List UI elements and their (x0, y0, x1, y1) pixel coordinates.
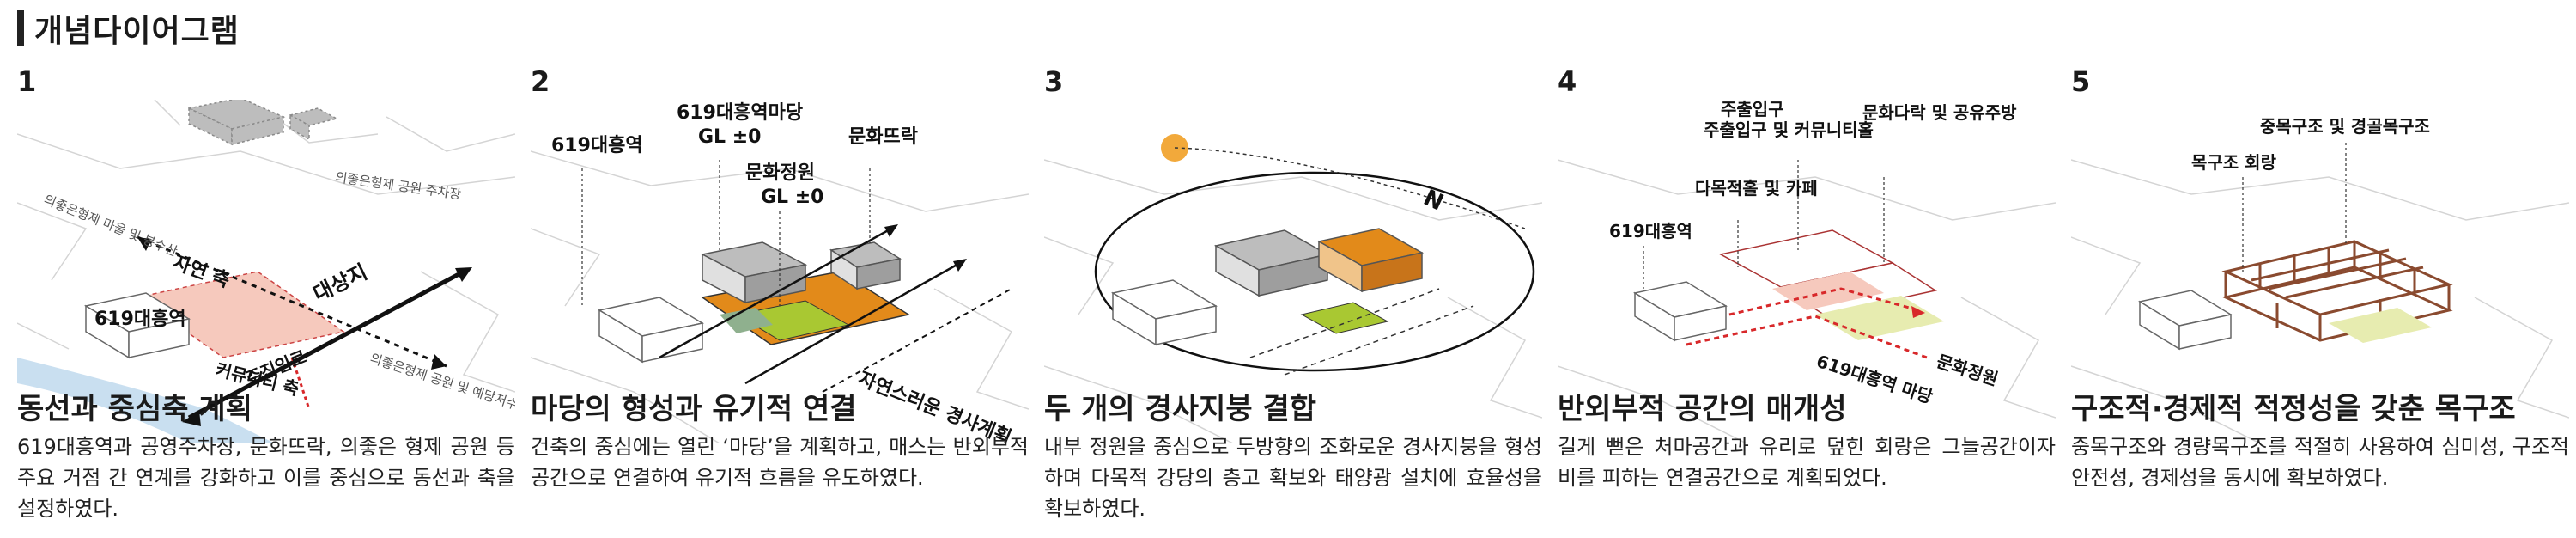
label-park-parking: 의좋은형제 공원 주차장 (334, 169, 462, 202)
label-main-entry-1: 주출입구 (1721, 100, 1784, 119)
label-culture-attic: 문화다락 및 공유주방 (1862, 102, 2017, 123)
panel-heading: 반외부적 공간의 매개성 (1558, 392, 1847, 426)
panel-3: 3 N (1044, 60, 1542, 538)
panel-number: 2 (531, 65, 550, 98)
label-wood-corridor: 목구조 회랑 (2191, 152, 2277, 173)
label-station: 619대흥역 (1609, 221, 1692, 241)
panel-4: 4 주출입구 주출입구 및 커뮤니티홀 문 (1558, 60, 2056, 538)
label-north: N (1419, 185, 1447, 216)
panel-body: 건축의 중심에는 열린 ‘마당’을 계획하고, 매스는 반외부적 공간으로 연결… (531, 435, 1029, 490)
page-title-text: 개념다이어그램 (34, 14, 240, 49)
panel-number: 5 (2071, 65, 2091, 98)
label-park-reservoir: 의좋은형제 공원 및 예당저수지 (368, 351, 515, 417)
page-title: 개념다이어그램 (17, 9, 240, 49)
water (17, 358, 275, 443)
label-culture-garden: 문화정원 (745, 162, 815, 184)
panel-1: 1 (17, 60, 515, 538)
diagram-3: N (1044, 134, 1542, 443)
label-culture-garden: 문화정원 (1934, 351, 2000, 390)
label-station-yard: 619대흥역마당 (677, 102, 803, 124)
label-culture-yard: 문화뜨락 (848, 126, 918, 148)
label-heavy-light: 중목구조 및 경골목구조 (2260, 116, 2430, 137)
label-station-yard-gl: GL ±0 (698, 126, 761, 148)
label-station: 619대흥역 (551, 135, 643, 156)
diagram-5: 중목구조 및 경골목구조 목구조 회랑 (2071, 116, 2569, 443)
panel-heading: 마당의 형성과 유기적 연결 (531, 392, 857, 426)
panel-body: 중목구조와 경량목구조를 적절히 사용하여 심미성, 구조적 안전성, 경제성을… (2071, 435, 2569, 490)
label-village: 의좋은형제 마을 및 봉수산 (42, 192, 180, 260)
panel-body: 길게 뻗은 처마공간과 유리로 덮힌 회랑은 그늘공간이자 비를 피하는 연결공… (1558, 435, 2056, 490)
label-culture-garden-gl: GL ±0 (761, 186, 823, 208)
panel-heading: 동선과 중심축 계획 (17, 392, 252, 426)
title-marker (17, 10, 24, 46)
panel-number: 3 (1044, 65, 1064, 98)
panel-number: 4 (1558, 65, 1577, 98)
panel-body: 619대흥역과 공영주차장, 문화뜨락, 의좋은 형제 공원 등 주요 거점 간… (17, 435, 515, 521)
site-area (136, 271, 345, 358)
panel-number: 1 (17, 65, 37, 98)
diagram-2: 619대흥역 619대흥역마당 GL ±0 문화뜨락 문화정원 GL ±0 자연… (531, 102, 1029, 443)
label-station: 619대흥역 (94, 309, 186, 330)
panel-2: 2 (531, 60, 1029, 538)
label-multipurpose: 다목적홀 및 카페 (1695, 178, 1818, 199)
diagram-4: 주출입구 주출입구 및 커뮤니티홀 문화다락 및 공유주방 다목적홀 및 카페 … (1558, 100, 2056, 443)
panel-heading: 구조적·경제적 적정성을 갖춘 목구조 (2071, 392, 2516, 426)
panel-5: 5 (2071, 60, 2569, 538)
panel-body: 내부 정원을 중심으로 두방향의 조화로운 경사지붕을 형성하며 다목적 강당의… (1044, 435, 1542, 521)
label-site: 대상지 (309, 260, 371, 306)
sun-path (1094, 171, 1535, 372)
panel-heading: 두 개의 경사지붕 결합 (1044, 392, 1317, 426)
label-main-entry: 주출입구 및 커뮤니티홀 (1704, 119, 1874, 140)
diagram-1: 자연 축 대상지 619대흥역 커뮤니티 축 주진입로 의좋은형제 마을 및 봉… (17, 100, 515, 443)
